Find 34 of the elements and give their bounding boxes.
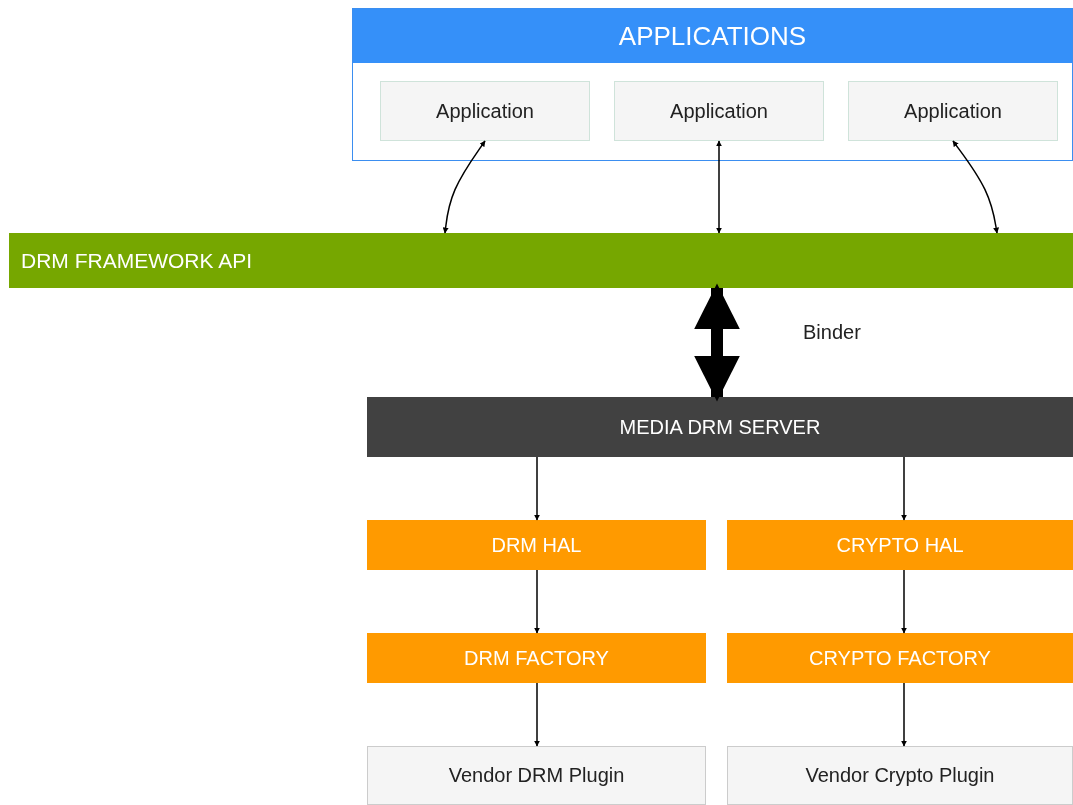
node-label: CRYPTO HAL bbox=[836, 533, 964, 557]
double-arrow bbox=[694, 283, 740, 402]
application-box bbox=[848, 81, 1058, 141]
arrow bbox=[901, 569, 907, 634]
plugin-box bbox=[727, 746, 1073, 805]
node-label: DRM FACTORY bbox=[464, 646, 609, 670]
node-label: Application bbox=[904, 99, 1002, 123]
arrow bbox=[442, 140, 486, 234]
node-label: Application bbox=[436, 99, 534, 123]
arrow bbox=[534, 456, 540, 521]
node-label: Application bbox=[670, 99, 768, 123]
arrow bbox=[901, 682, 907, 747]
server-bar bbox=[367, 397, 1073, 457]
plugin-box bbox=[367, 746, 706, 805]
panel-header: APPLICATIONS bbox=[353, 9, 1072, 63]
node-label: DRM FRAMEWORK API bbox=[21, 248, 252, 273]
arrow bbox=[716, 140, 722, 234]
arrow bbox=[952, 140, 1000, 234]
node-label: Vendor DRM Plugin bbox=[448, 764, 625, 787]
arrow bbox=[901, 456, 907, 521]
arrow bbox=[534, 569, 540, 634]
api-band bbox=[9, 233, 1073, 288]
layer-box bbox=[727, 520, 1073, 570]
layer-box bbox=[727, 633, 1073, 683]
node-label: MEDIA DRM SERVER bbox=[619, 415, 821, 439]
arrow bbox=[534, 682, 540, 747]
application-box bbox=[380, 81, 590, 141]
node-label: CRYPTO FACTORY bbox=[809, 646, 991, 670]
node-label: DRM HAL bbox=[491, 533, 582, 557]
application-box bbox=[614, 81, 824, 141]
node-label: Vendor Crypto Plugin bbox=[805, 764, 995, 787]
layer-box bbox=[367, 520, 706, 570]
applications-panel bbox=[352, 8, 1073, 161]
layer-box bbox=[367, 633, 706, 683]
